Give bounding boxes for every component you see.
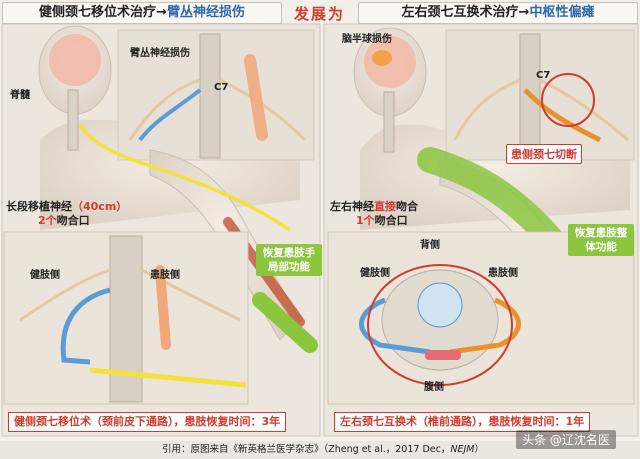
right-inset-belly: 腹侧 — [424, 382, 444, 393]
left-injury-mark — [244, 54, 268, 141]
right-spine — [383, 91, 395, 153]
right-footer-c: ，患肢恢复时间： — [477, 415, 566, 428]
left-inset-spine — [109, 235, 143, 403]
right-inset-back: 背侧 — [420, 240, 440, 251]
left-inset-injury — [155, 265, 171, 350]
left-footer-a: 健侧颈七移位术 — [14, 415, 91, 428]
left-spine — [67, 89, 79, 151]
badge-cut: 患侧颈七切断 — [506, 144, 582, 164]
left-inset-affected: 患肢侧 — [150, 270, 180, 281]
right-nerve-label: 左右神经直接吻合 — [330, 200, 418, 214]
left-graft-count: 2个吻合口 — [38, 214, 90, 228]
left-blue-nerve — [138, 88, 202, 142]
label-spinal-cord: 脊髓 — [10, 90, 30, 101]
left-footer-b: （颈前皮下通路） — [91, 415, 174, 428]
citation-suffix: ） — [474, 444, 484, 455]
right-inset-healthy: 健肢侧 — [360, 268, 390, 279]
right-footer-d: 1年 — [565, 415, 585, 428]
left-header-highlight: 臂丛神经损伤 — [166, 5, 245, 20]
right-hemisphere-lesion — [372, 50, 392, 66]
nerve-suffix: 吻合 — [396, 200, 418, 213]
left-brain-icon — [49, 34, 101, 86]
left-footer-d: 3年 — [261, 415, 281, 428]
center-header: 发展为 — [294, 5, 346, 23]
left-hand-green — [252, 292, 318, 353]
left-graft-label: 长段移植神经（40cm） — [6, 200, 127, 214]
right-footer-a: 左右颈七互换术 — [340, 415, 417, 428]
nerve-count-suffix: 吻合口 — [374, 214, 408, 227]
label-plexus-injury: 臂丛神经损伤 — [130, 48, 190, 59]
left-nerve — [128, 78, 201, 141]
right-footer: 左右颈七互换术（椎前通路），患肢恢复时间：1年 — [334, 412, 591, 432]
left-inset-graft — [89, 367, 247, 388]
right-inset-orange-nerve — [449, 297, 521, 355]
right-header: 左右颈七互换术治疗→中枢性偏瘫 — [358, 2, 638, 24]
graft-count: 2个 — [38, 214, 57, 227]
left-inset-healthy: 健肢侧 — [30, 270, 60, 281]
graft-suffix: 吻合口 — [56, 214, 90, 227]
right-inset-circle — [367, 264, 513, 386]
left-footer: 健侧颈七移位术（颈前皮下通路），患肢恢复时间：3年 — [8, 412, 287, 432]
watermark: 头条 @辽沈名医 — [516, 430, 616, 449]
right-nerve-count: 1个吻合口 — [356, 214, 408, 228]
left-header-prefix: 健侧颈七移位术治疗→ — [39, 5, 167, 20]
right-header-prefix: 左右颈七互换术治疗→ — [401, 5, 530, 20]
right-nerve — [539, 78, 629, 142]
nerve-count: 1个 — [356, 214, 375, 227]
citation-journal: NEJM — [450, 444, 475, 455]
label-hemisphere: 脑半球损伤 — [342, 34, 392, 45]
right-nerve — [453, 78, 521, 141]
left-inset-blue-nerve — [60, 287, 111, 365]
left-spine-column — [199, 33, 221, 159]
right-orange-nerve — [523, 88, 602, 143]
right-inset-blue-nerve — [359, 297, 431, 355]
right-header-highlight: 中枢性偏瘫 — [529, 5, 595, 20]
left-recover-label: 恢复患肢手局部功能 — [256, 244, 322, 276]
right-inset-affected: 患肢侧 — [488, 268, 518, 279]
nerve-prefix: 左右神经 — [330, 200, 374, 213]
left-footer-c: ，患肢恢复时间： — [173, 415, 262, 428]
left-header: 健侧颈七移位术治疗→臂丛神经损伤 — [2, 2, 282, 24]
citation-prefix: 引用：原图来自《新英格兰医学杂志》（Zheng et al.，2017 Dec， — [162, 444, 451, 455]
left-inset-nerve — [141, 268, 241, 322]
left-inset-nerve — [19, 268, 111, 322]
right-inset-spinal-canal — [417, 282, 463, 328]
right-cut-circle — [541, 73, 595, 127]
right-recover-label: 恢复患肢整体功能 — [568, 224, 634, 256]
label-c7-right: C7 — [536, 70, 551, 81]
right-inset-esophagus — [425, 350, 461, 360]
left-graft-line — [78, 124, 291, 232]
graft-length: （40cm） — [72, 200, 128, 213]
label-c7-left: C7 — [214, 82, 229, 93]
right-footer-b: （椎前通路） — [417, 415, 478, 428]
graft-prefix: 长段移植神经 — [6, 200, 72, 213]
citation: 引用：原图来自《新英格兰医学杂志》（Zheng et al.，2017 Dec，… — [0, 441, 640, 459]
nerve-direct: 直接 — [374, 200, 396, 213]
